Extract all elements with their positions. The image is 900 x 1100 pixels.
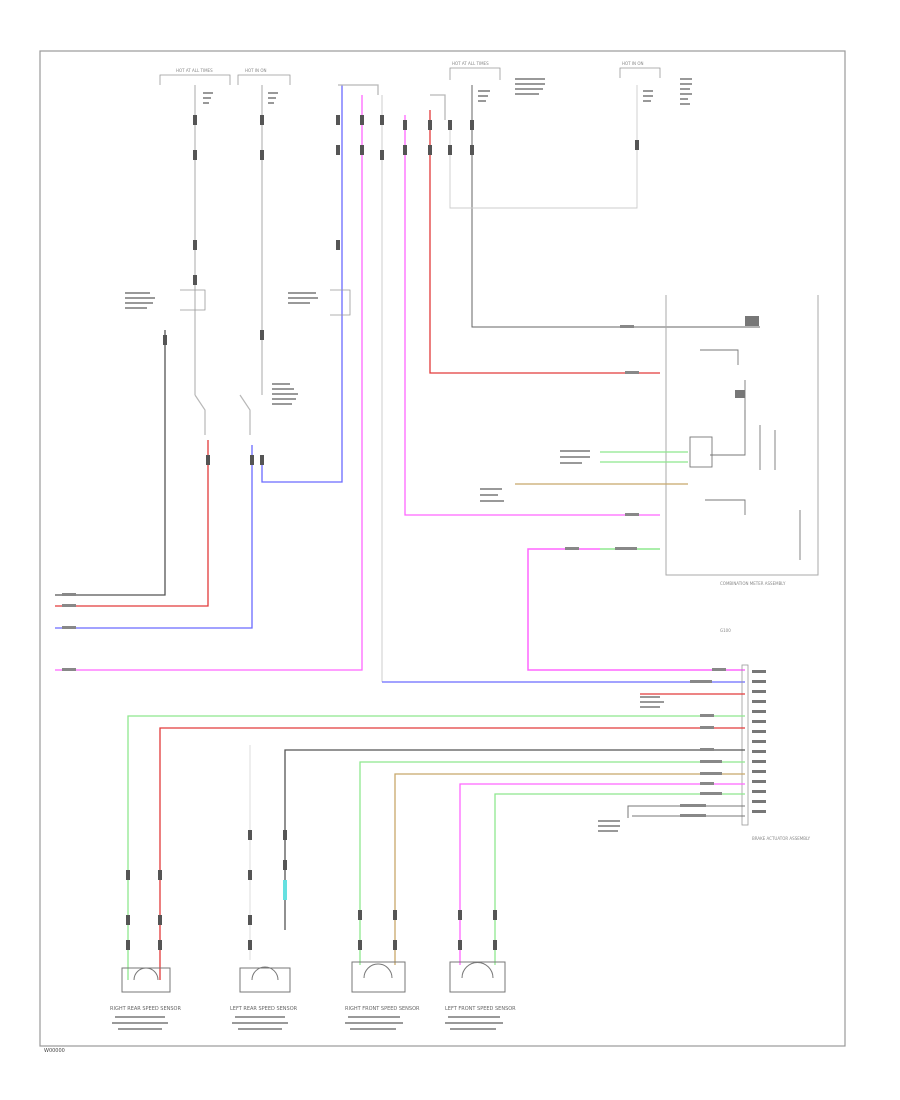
meter-to-actuator [527,548,745,671]
sensor-fineprint [112,1016,503,1030]
speed-sensor-4: LEFT FRONT SPEED SENSOR [445,961,516,1012]
brake-actuator-connector: BRAKE ACTUATOR ASSEMBLY [741,664,811,841]
connector-marks [126,115,639,950]
relay-labels [125,292,318,405]
speed-sensor-2: LEFT REAR SPEED SENSOR [230,966,298,1012]
fuse-box-3-label: HOT AT ALL TIMES [452,61,489,66]
speed-sensor-1-label: RIGHT REAR SPEED SENSOR [110,1006,181,1012]
ground-note-label: G100 [720,628,731,633]
combination-meter-label: COMBINATION METER ASSEMBLY [720,581,786,586]
cyan-segment [283,880,287,900]
speed-sensor-2-label: LEFT REAR SPEED SENSOR [230,1006,298,1012]
fuse-box-4-label: HOT IN ON [622,61,643,66]
fuse-notes [203,78,692,105]
fuse-box-1: HOT AT ALL TIMES [159,68,231,85]
speed-sensor-3: RIGHT FRONT SPEED SENSOR [345,961,420,1012]
footer-code: W00000 [44,1048,65,1054]
center-wires [55,84,760,683]
wire-color-codes [62,325,726,817]
speed-sensor-1: RIGHT REAR SPEED SENSOR [110,967,181,1012]
fuse-box-1-label: HOT AT ALL TIMES [176,68,213,73]
actuator-wires [127,693,745,980]
diagram-border [39,50,846,1047]
speed-sensor-3-label: RIGHT FRONT SPEED SENSOR [345,1006,420,1012]
fuse-box-2-label: HOT IN ON [245,68,266,73]
sensor-box-label: BRAKE ACTUATOR ASSEMBLY [752,836,811,841]
meter-inputs [515,451,688,485]
speed-sensor-4-label: LEFT FRONT SPEED SENSOR [445,1006,516,1012]
left-wires [55,85,351,629]
fuse-box-4: HOT IN ON [619,61,661,78]
combination-meter: COMBINATION METER ASSEMBLY [665,295,819,586]
meter-input-labels [480,450,590,502]
actuator-side-labels [598,696,664,832]
fuse-box-3: HOT AT ALL TIMES [449,61,501,80]
ground-note: G100 [720,628,731,633]
fuse-box-2: HOT IN ON [237,68,291,85]
